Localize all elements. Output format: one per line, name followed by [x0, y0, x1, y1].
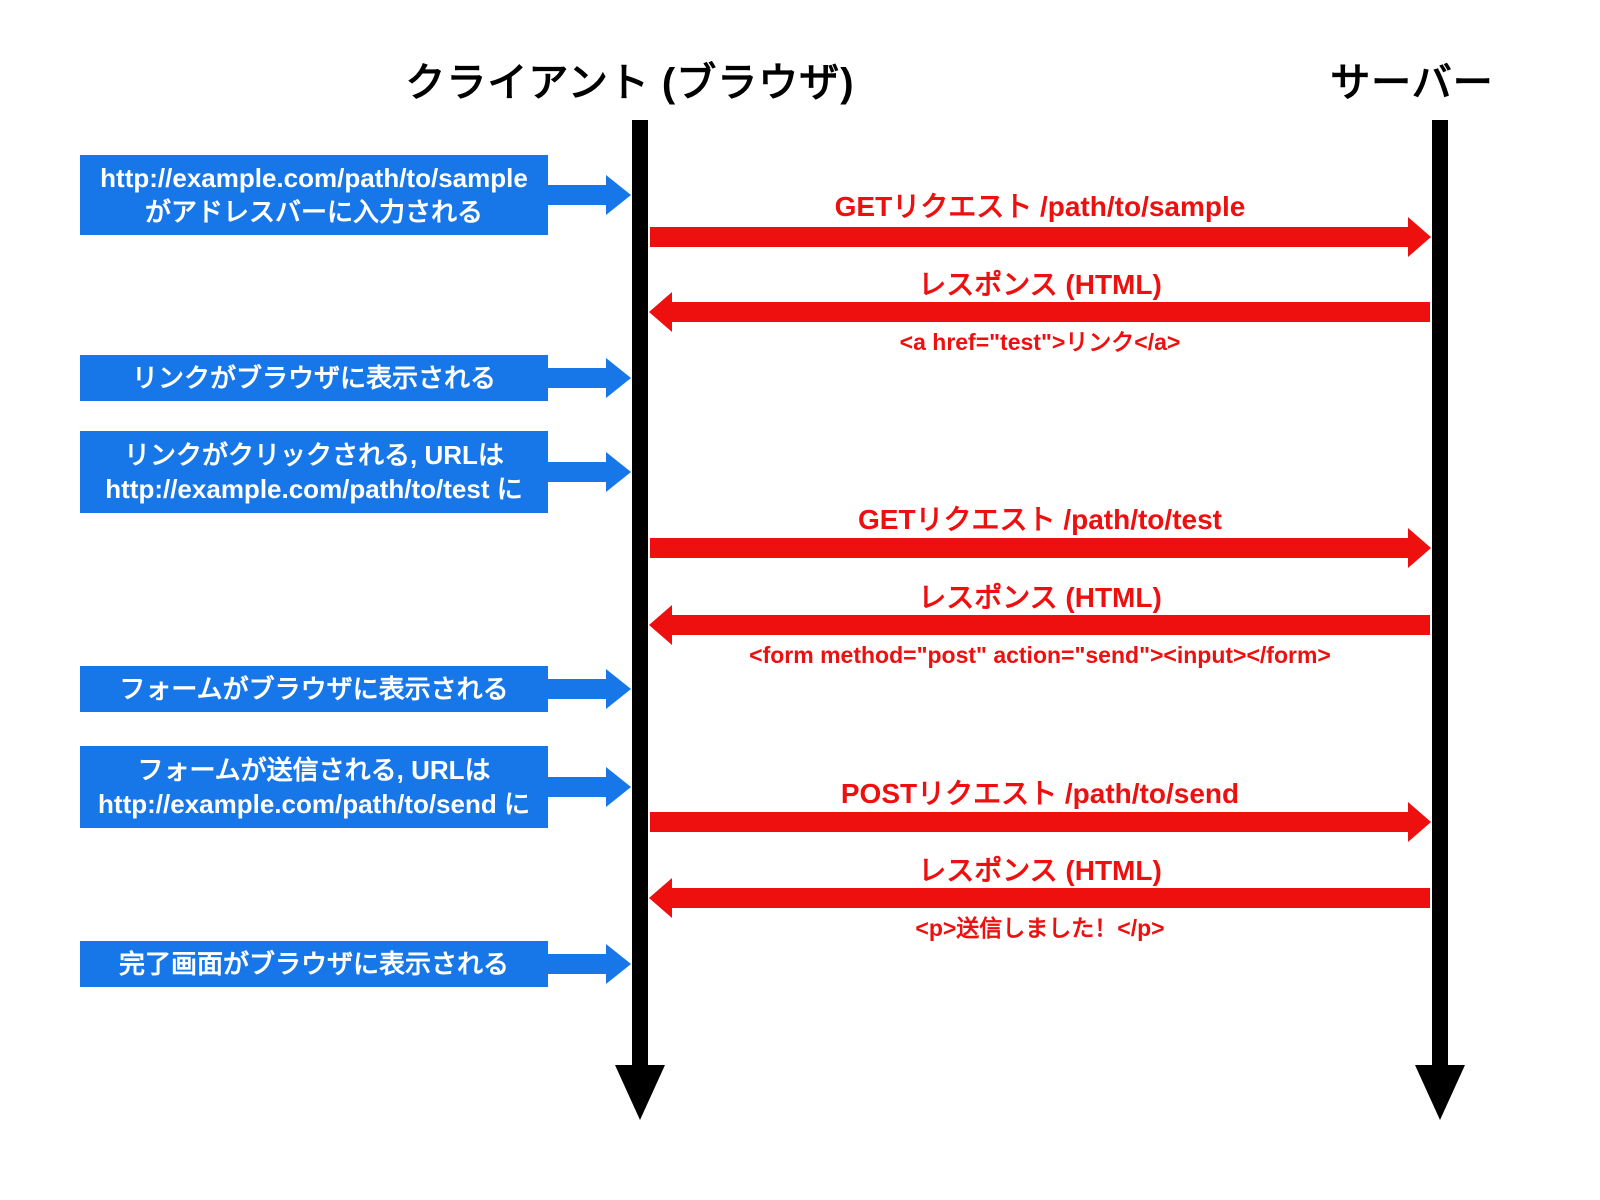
client-event-text: リンクがクリックされる, URLは: [124, 440, 504, 470]
server-lifeline: [1432, 120, 1448, 1065]
event-arrow-shaft: [548, 954, 606, 974]
message-sublabel: <form method="post" action="send"><input…: [749, 642, 1331, 668]
client-event-text: フォームがブラウザに表示される: [119, 674, 509, 704]
event-arrow-shaft: [548, 679, 606, 699]
client-event-text: フォームが送信される, URLは: [137, 755, 491, 785]
message-arrow-shaft: [672, 888, 1430, 908]
message-sublabel: <a href="test">リンク</a>: [899, 329, 1181, 355]
client-event-text: http://example.com/path/to/test に: [105, 474, 523, 504]
message-label: レスポンス (HTML): [918, 269, 1162, 300]
client-lifeline-title: クライアント (ブラウザ): [405, 61, 855, 105]
client-event-box: フォームがブラウザに表示される: [80, 666, 548, 712]
message-label: GETリクエスト /path/to/test: [857, 504, 1222, 535]
event-arrow-shaft: [548, 185, 606, 205]
event-arrow-head-icon: [606, 944, 631, 984]
client-event-box: http://example.com/path/to/sample がアドレスバー…: [80, 155, 548, 235]
client-event-box: 完了画面がブラウザに表示される: [80, 941, 548, 987]
event-arrow-shaft: [548, 777, 606, 797]
client-event-text: http://example.com/path/to/sample: [100, 163, 528, 193]
message-label: レスポンス (HTML): [918, 855, 1162, 886]
event-arrow-shaft: [548, 462, 606, 482]
message-arrow-shaft: [650, 227, 1408, 247]
message-arrow-shaft: [650, 812, 1408, 832]
message-label: GETリクエスト /path/to/sample: [834, 191, 1246, 222]
client-event-box: リンクがクリックされる, URLは http://example.com/path…: [80, 431, 548, 513]
message-arrow-head-icon: [1408, 217, 1431, 257]
event-arrow-head-icon: [606, 358, 631, 398]
message-arrow-shaft: [650, 538, 1408, 558]
event-arrow-head-icon: [606, 452, 631, 492]
message-label: POSTリクエスト /path/to/send: [840, 778, 1240, 809]
event-arrow-head-icon: [606, 767, 631, 807]
message-arrow-head-icon: [649, 605, 672, 645]
event-arrow-head-icon: [606, 669, 631, 709]
client-event-text: 完了画面がブラウザに表示される: [118, 949, 509, 979]
message-arrow-head-icon: [1408, 802, 1431, 842]
message-arrow-head-icon: [649, 878, 672, 918]
server-lifeline-arrowhead-icon: [1415, 1065, 1465, 1120]
client-event-text: http://example.com/path/to/send に: [98, 789, 530, 819]
client-lifeline-arrowhead-icon: [615, 1065, 665, 1120]
client-event-text: がアドレスバーに入力される: [144, 197, 483, 227]
event-arrow-shaft: [548, 368, 606, 388]
client-lifeline: [632, 120, 648, 1065]
server-lifeline-title: サーバー: [1330, 61, 1494, 105]
message-arrow-shaft: [672, 615, 1430, 635]
message-arrow-head-icon: [649, 292, 672, 332]
event-arrow-head-icon: [606, 175, 631, 215]
message-sublabel: <p>送信しました！</p>: [915, 915, 1165, 941]
client-event-box: リンクがブラウザに表示される: [80, 355, 548, 401]
message-label: レスポンス (HTML): [918, 582, 1162, 613]
client-event-box: フォームが送信される, URLは http://example.com/path/…: [80, 746, 548, 828]
client-event-text: リンクがブラウザに表示される: [131, 363, 496, 393]
message-arrow-head-icon: [1408, 528, 1431, 568]
message-arrow-shaft: [672, 302, 1430, 322]
